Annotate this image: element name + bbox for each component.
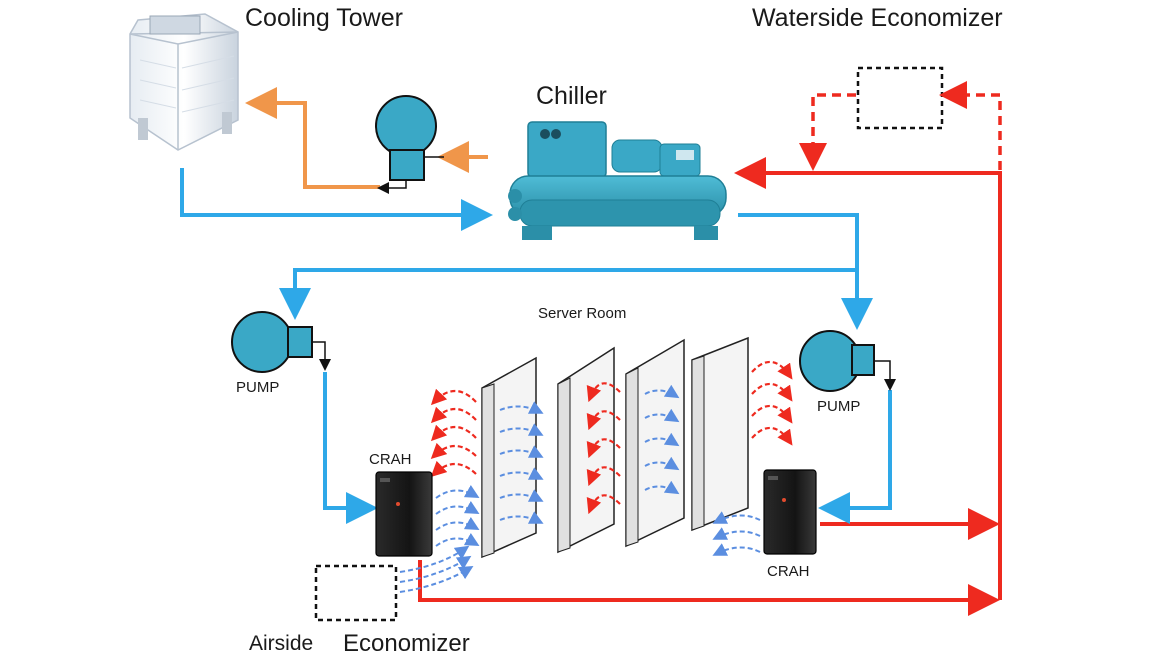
- chilled-water-supply-loop: [279, 213, 892, 524]
- condenser-pump-icon: [375, 95, 437, 181]
- right-crah-label: CRAH: [767, 563, 810, 580]
- waterside-economizer-loop: [799, 81, 1002, 171]
- left-pump-icon: [231, 311, 313, 373]
- right-pump-label: PUMP: [817, 398, 861, 415]
- cool-air-arrows: [399, 384, 761, 593]
- left-pump-outlet: [312, 341, 331, 371]
- cooling-tower-icon: [129, 13, 239, 151]
- cooling-tower-label: Cooling Tower: [245, 4, 403, 32]
- condenser-water-loop: [245, 87, 488, 189]
- left-crah-icon: [375, 471, 433, 557]
- server-room-label: Server Room: [538, 305, 627, 322]
- server-rack-2: [557, 346, 615, 554]
- chiller-icon: [508, 121, 727, 240]
- airside-economizer-box: [314, 564, 398, 622]
- waterside-economizer-box: [856, 66, 944, 130]
- condenser-pump-outlet: [377, 180, 407, 194]
- server-rack-1: [481, 356, 537, 559]
- waterside-economizer-label: Waterside Economizer: [752, 4, 1003, 32]
- hot-water-return-loop: [418, 157, 1002, 616]
- left-pump-label: PUMP: [236, 379, 280, 396]
- tower-to-chiller-line: [180, 168, 493, 231]
- airside-label: Airside: [249, 632, 314, 655]
- hot-air-arrows: [430, 360, 793, 515]
- right-pump-outlet: [874, 360, 896, 391]
- server-rack-4: [691, 336, 749, 532]
- economizer-label: Economizer: [343, 630, 470, 657]
- server-rack-3: [625, 338, 685, 548]
- right-pump-icon: [799, 330, 875, 392]
- right-crah-icon: [763, 469, 817, 555]
- chiller-label: Chiller: [536, 82, 607, 110]
- left-crah-label: CRAH: [369, 451, 412, 468]
